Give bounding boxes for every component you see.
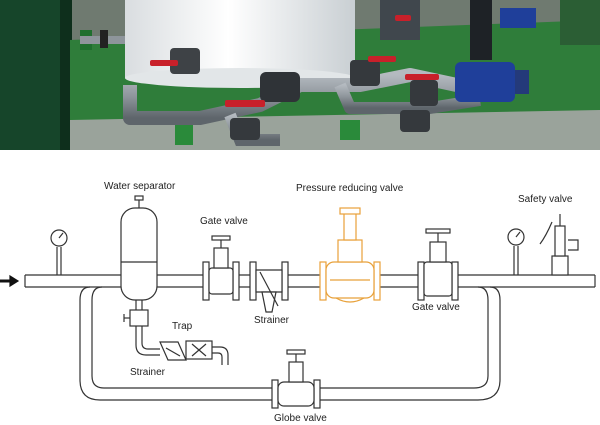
left-tank (0, 0, 70, 150)
left-gate-valve-icon (202, 235, 240, 301)
photo-valve-2 (260, 72, 300, 102)
label-gate-valve-right: Gate valve (412, 302, 460, 313)
left-pressure-gauge-icon (50, 229, 68, 275)
schematic (0, 195, 596, 409)
main-pipe (24, 274, 596, 288)
label-gate-valve-left: Gate valve (200, 216, 248, 227)
water-separator-icon (120, 195, 158, 318)
globe-valve-icon (271, 349, 321, 409)
label-strainer-main: Strainer (254, 315, 290, 326)
label-trap: Trap (172, 321, 193, 332)
right-pressure-gauge-icon (507, 228, 525, 275)
pump-motor-back (500, 8, 536, 28)
red-handle-1 (150, 60, 178, 66)
white-tank (125, 0, 355, 78)
pressure-reducing-valve-icon (319, 207, 381, 303)
label-water-separator: Water separator (104, 181, 176, 192)
industrial-pipe-photo (0, 0, 600, 150)
photo-pipe-lower (334, 82, 481, 114)
labels: Water separator Pressure reducing valve … (104, 181, 573, 424)
safety-valve-icon (539, 214, 579, 276)
label-strainer-drain: Strainer (130, 367, 166, 378)
red-handle-3 (368, 56, 396, 62)
red-handle-4 (405, 74, 439, 80)
drain-strainer-icon (159, 341, 187, 361)
label-pressure-reducing-valve: Pressure reducing valve (296, 183, 404, 194)
label-globe-valve: Globe valve (274, 413, 327, 424)
photo-pump (455, 62, 515, 102)
trap-icon (185, 340, 229, 365)
label-safety-valve: Safety valve (518, 194, 573, 205)
red-handle-2 (225, 100, 265, 107)
photo-valve-1 (170, 48, 200, 74)
inlet-arrow-icon (0, 274, 20, 288)
right-gate-valve-icon (417, 228, 459, 301)
main-strainer-icon (249, 261, 289, 313)
drain-valve-icon (123, 309, 160, 356)
